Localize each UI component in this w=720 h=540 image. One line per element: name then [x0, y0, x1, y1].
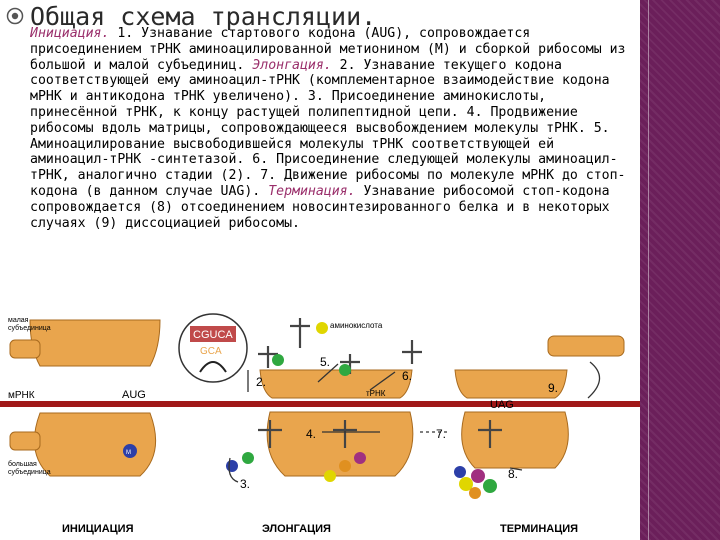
bead [454, 466, 466, 478]
elongation-bottom-shape [266, 411, 414, 477]
methionine-dot [123, 444, 137, 458]
label-large-subunit-2: субъединица [8, 468, 51, 476]
phase-termination: ТЕРМИНАЦИЯ [500, 523, 578, 535]
label-small-subunit-1: малая [8, 317, 29, 324]
trna-molecules [258, 318, 502, 448]
trna-loop [199, 361, 227, 373]
initial-small-subunit [9, 339, 41, 359]
arrow-6 [369, 371, 396, 391]
step-7: 7. [436, 427, 446, 441]
codon-zoom: CGUCA GCA [178, 313, 248, 383]
bead [469, 487, 481, 499]
ribosome-termination [454, 369, 569, 469]
trna-2 [258, 346, 278, 368]
title-row: Общая схема трансляции. [6, 1, 377, 31]
bead [272, 354, 284, 366]
phase-elongation: ЭЛОНГАЦИЯ [262, 523, 331, 535]
termination-bottom-shape [461, 411, 569, 469]
translation-diagram: M CGUCA GCA [0, 313, 640, 535]
bead [324, 470, 336, 482]
bead [226, 460, 238, 472]
label-uag: UAG [490, 399, 514, 411]
bead [483, 479, 497, 493]
codon-text: CGUCA [193, 329, 233, 341]
trna-7 [478, 420, 502, 448]
arrows [228, 361, 601, 483]
label-mrna: мРНК [8, 390, 35, 401]
bead [471, 469, 485, 483]
slide-paragraph: Инициация. 1. Узнавание стартового кодон… [30, 26, 636, 231]
label-large-subunit-1: большая [8, 460, 37, 468]
amino-acid-chain [226, 322, 497, 499]
bullet-icon [6, 7, 24, 25]
step-4: 4. [306, 427, 316, 441]
arrow-9 [587, 361, 601, 399]
bead [339, 364, 351, 376]
dissociated-small-subunit [547, 335, 625, 357]
arrow-8 [509, 467, 523, 471]
large-subunit-shape [33, 412, 157, 477]
paragraph-text: Узнавание рибосомой стоп-кодона сопровож… [30, 183, 610, 231]
label-trna: тРНК [366, 389, 386, 398]
bead [459, 477, 473, 491]
trna-6 [333, 420, 357, 448]
methionine-label: M [126, 450, 131, 456]
sidebar-line [648, 0, 649, 540]
phase-heading: Инициация. [30, 26, 110, 41]
elongation-top-shape [259, 369, 413, 399]
arrow-3 [228, 457, 239, 483]
label-aug: AUG [122, 389, 146, 401]
decorative-sidebar [640, 0, 720, 540]
ribosome-initiation: M [29, 319, 161, 477]
trna-5 [258, 420, 282, 448]
anticodon-text: GCA [200, 346, 222, 357]
step-5: 5. [320, 355, 330, 369]
label-amino-acid: аминокислота [330, 321, 383, 330]
arrow-5 [317, 363, 339, 383]
step-9: 9. [548, 381, 558, 395]
ribosome-elongation [259, 369, 414, 477]
step-8: 8. [508, 467, 518, 481]
trna-1 [290, 318, 310, 348]
phase-heading: Элонгация. [252, 57, 332, 73]
phase-heading: Терминация. [268, 183, 356, 199]
bead [339, 460, 351, 472]
bead [242, 452, 254, 464]
small-subunit-top-shape [29, 319, 161, 367]
bead [354, 452, 366, 464]
initial-large-subunit [9, 431, 41, 451]
slide-title: Общая схема трансляции. [30, 1, 377, 31]
bead [316, 322, 328, 334]
paragraph-text: 2. Узнавание текущего кодона соответству… [30, 57, 626, 199]
label-small-subunit-2: субъединица [8, 324, 51, 332]
step-3: 3. [240, 477, 250, 491]
step-2: 2. [256, 375, 266, 389]
trna-4 [402, 340, 422, 364]
codon-box [190, 326, 236, 342]
termination-top-shape [454, 369, 568, 399]
step-6: 6. [402, 369, 412, 383]
paragraph-text: 1. Узнавание стартового кодона (AUG), со… [30, 26, 626, 73]
phase-initiation: ИНИЦИАЦИЯ [62, 523, 134, 535]
